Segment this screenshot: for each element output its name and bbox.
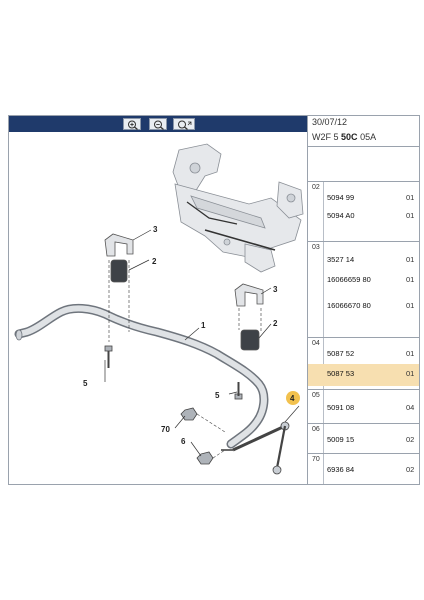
header-date: 30/07/12 [312,117,348,127]
exploded-parts-diagram: 1 2 3 2 3 4 5 5 6 70 [14,143,304,475]
part-qty: 02 [406,465,415,474]
stabilizer-bar [14,303,269,449]
part-number: 16066659 80 [327,275,371,284]
zoom-out-button[interactable] [149,118,167,130]
subframe-illustration [172,143,304,273]
section-number: 02 [312,184,320,191]
zoom-out-icon [154,120,164,130]
callout-leaders [104,229,300,457]
header-code-suffix: 05A [360,132,377,142]
part-qty: 01 [406,369,415,378]
column-divider [323,182,324,242]
part-number: 5094 A0 [327,211,355,220]
part-qty: 04 [406,403,415,412]
part-number: 5087 53 [327,369,355,378]
section-number: 05 [312,392,320,399]
part-qty: 01 [406,349,415,358]
nut-6 [196,451,214,465]
header-code: W2F 5 50C 05A [312,132,376,142]
callout-1: 1 [201,321,206,330]
part-row[interactable]: 3527 14 01 [308,250,419,268]
part-row[interactable]: 16066659 80 01 [308,270,419,288]
part-qty: 02 [406,435,415,444]
header-divider [308,146,419,147]
section-04: 04 5087 52 01 5087 53 01 [308,337,419,390]
part-qty: 01 [406,255,415,264]
part-number: 6936 84 [327,465,355,474]
clamp-right [234,283,264,351]
column-divider [323,390,324,424]
callout-6: 6 [181,437,186,446]
link-rod [221,421,290,475]
section-number: 06 [312,426,320,433]
part-number: 16066670 80 [327,301,371,310]
section-70: 70 6936 84 02 [308,453,419,484]
part-row[interactable]: 5094 99 01 [308,188,419,206]
zoom-fit-button[interactable] [173,118,195,130]
part-row[interactable]: 5091 08 04 [308,398,419,416]
part-number: 5009 15 [327,435,355,444]
nut-70 [180,407,198,421]
callout-2-left: 2 [152,257,157,266]
header-code-prefix: W2F 5 [312,132,339,142]
zoom-in-icon [128,120,138,130]
part-qty: 01 [406,275,415,284]
section-02: 02 5094 99 01 5094 A0 01 [308,181,419,242]
callout-4-highlight [286,391,300,405]
column-divider [323,454,324,484]
section-number: 70 [312,456,320,463]
part-number: 3527 14 [327,255,355,264]
callout-70: 70 [161,425,170,434]
zoom-fit-icon [178,120,192,130]
callout-5-right: 5 [215,391,220,400]
clamp-left [104,233,134,342]
part-number: 5091 08 [327,403,355,412]
column-divider [323,242,324,338]
part-row[interactable]: 5009 15 02 [308,430,419,448]
parts-list-panel: 30/07/12 W2F 5 50C 05A 02 5094 99 01 509… [308,116,419,484]
part-row[interactable]: 16066670 80 01 [308,296,419,314]
callout-5-left: 5 [83,379,88,388]
part-number: 5094 99 [327,193,355,202]
part-qty: 01 [406,211,415,220]
bolt-left [104,345,113,368]
bolt-right [234,382,243,400]
callout-3-right: 3 [273,285,278,294]
leader-lines [196,413,226,459]
toolbar [9,116,307,132]
parts-viewer: 1 2 3 2 3 4 5 5 6 70 30/07/12 W2F 5 50C … [8,115,420,485]
part-row-selected[interactable]: 5087 53 01 [308,364,419,386]
section-05: 05 5091 08 04 [308,389,419,424]
part-qty: 01 [406,193,415,202]
section-06: 06 5009 15 02 [308,423,419,454]
section-number: 03 [312,244,320,251]
section-number: 04 [312,340,320,347]
zoom-in-button[interactable] [123,118,141,130]
section-03: 03 3527 14 01 16066659 80 01 16066670 80… [308,241,419,338]
column-divider [323,424,324,454]
panel-divider [307,116,308,484]
callout-4: 4 [290,394,295,403]
part-row[interactable]: 5087 52 01 [308,344,419,362]
header-code-bold: 50C [341,132,358,142]
part-row[interactable]: 6936 84 02 [308,460,419,478]
part-number: 5087 52 [327,349,355,358]
callout-2-right: 2 [273,319,278,328]
part-row[interactable]: 5094 A0 01 [308,206,419,224]
part-qty: 01 [406,301,415,310]
callout-3-left: 3 [153,225,158,234]
